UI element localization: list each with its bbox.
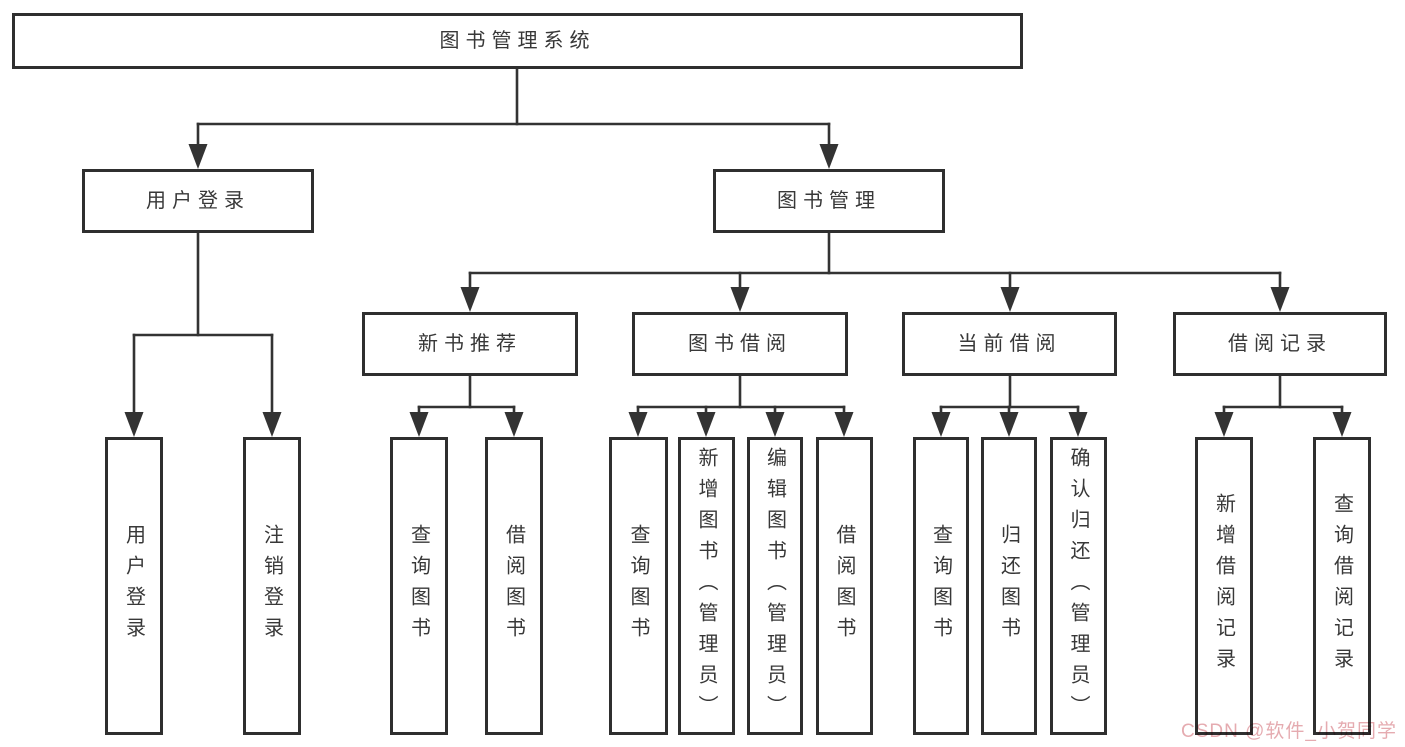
node-current-borrow: 当前借阅 <box>902 312 1117 376</box>
arrowhead-down-icon <box>999 412 1019 437</box>
arrowhead-down-icon <box>730 287 750 312</box>
node-label-br-query: 查询借阅记录 <box>1330 493 1353 679</box>
node-label-ul-login: 用户登录 <box>122 524 145 648</box>
node-ul-logout: 注销登录 <box>243 437 301 735</box>
node-label-book-mgmt: 图书管理 <box>777 190 881 212</box>
arrowhead-down-icon <box>1332 412 1352 437</box>
arrowhead-down-icon <box>124 412 144 437</box>
node-bb-edit: 编辑图书（管理员） <box>747 437 803 735</box>
arrowhead-down-icon <box>834 412 854 437</box>
node-book-mgmt: 图书管理 <box>713 169 945 233</box>
node-br-add: 新增借阅记录 <box>1195 437 1253 735</box>
arrowhead-down-icon <box>1068 412 1088 437</box>
node-label-root: 图书管理系统 <box>439 30 596 52</box>
arrowhead-down-icon <box>460 287 480 312</box>
node-nb-query: 查询图书 <box>390 437 448 735</box>
node-label-user-login: 用户登录 <box>146 190 250 212</box>
arrowhead-down-icon <box>188 144 208 169</box>
node-new-book-rec: 新书推荐 <box>362 312 578 376</box>
node-book-borrow: 图书借阅 <box>632 312 848 376</box>
node-label-nb-query: 查询图书 <box>407 524 430 648</box>
arrowhead-down-icon <box>409 412 429 437</box>
arrowhead-down-icon <box>1000 287 1020 312</box>
csdn-watermark: CSDN @软件_小贺同学 <box>1181 721 1397 742</box>
node-label-ul-logout: 注销登录 <box>260 524 283 648</box>
node-label-current-borrow: 当前借阅 <box>957 333 1062 355</box>
arrowhead-down-icon <box>696 412 716 437</box>
arrowhead-down-icon <box>504 412 524 437</box>
node-root: 图书管理系统 <box>12 13 1023 69</box>
node-label-cb-confirm: 确认归还（管理员） <box>1067 446 1089 726</box>
node-label-bb-add: 新增图书（管理员） <box>695 446 717 726</box>
node-user-login: 用户登录 <box>82 169 314 233</box>
node-label-br-add: 新增借阅记录 <box>1212 493 1235 679</box>
node-label-borrow-record: 借阅记录 <box>1228 333 1332 355</box>
node-cb-return: 归还图书 <box>981 437 1037 735</box>
node-label-bb-edit: 编辑图书（管理员） <box>763 446 786 726</box>
node-bb-query: 查询图书 <box>609 437 668 735</box>
arrowhead-down-icon <box>628 412 648 437</box>
node-borrow-record: 借阅记录 <box>1173 312 1387 376</box>
node-label-bb-borrow: 借阅图书 <box>833 524 855 648</box>
node-bb-borrow: 借阅图书 <box>816 437 873 735</box>
arrowhead-down-icon <box>931 412 951 437</box>
node-label-cb-query: 查询图书 <box>929 524 952 648</box>
node-ul-login: 用户登录 <box>105 437 163 735</box>
node-nb-borrow: 借阅图书 <box>485 437 543 735</box>
arrowhead-down-icon <box>262 412 282 437</box>
arrowhead-down-icon <box>1214 412 1234 437</box>
node-cb-confirm: 确认归还（管理员） <box>1050 437 1107 735</box>
arrowhead-down-icon <box>765 412 785 437</box>
node-label-book-borrow: 图书借阅 <box>688 333 792 355</box>
node-cb-query: 查询图书 <box>913 437 969 735</box>
arrowhead-down-icon <box>1270 287 1290 312</box>
node-label-new-book-rec: 新书推荐 <box>418 333 522 355</box>
node-label-cb-return: 归还图书 <box>997 524 1020 648</box>
arrowhead-down-icon <box>819 144 839 169</box>
node-bb-add: 新增图书（管理员） <box>678 437 735 735</box>
node-label-bb-query: 查询图书 <box>627 524 649 648</box>
node-label-nb-borrow: 借阅图书 <box>502 524 525 648</box>
node-br-query: 查询借阅记录 <box>1313 437 1371 735</box>
